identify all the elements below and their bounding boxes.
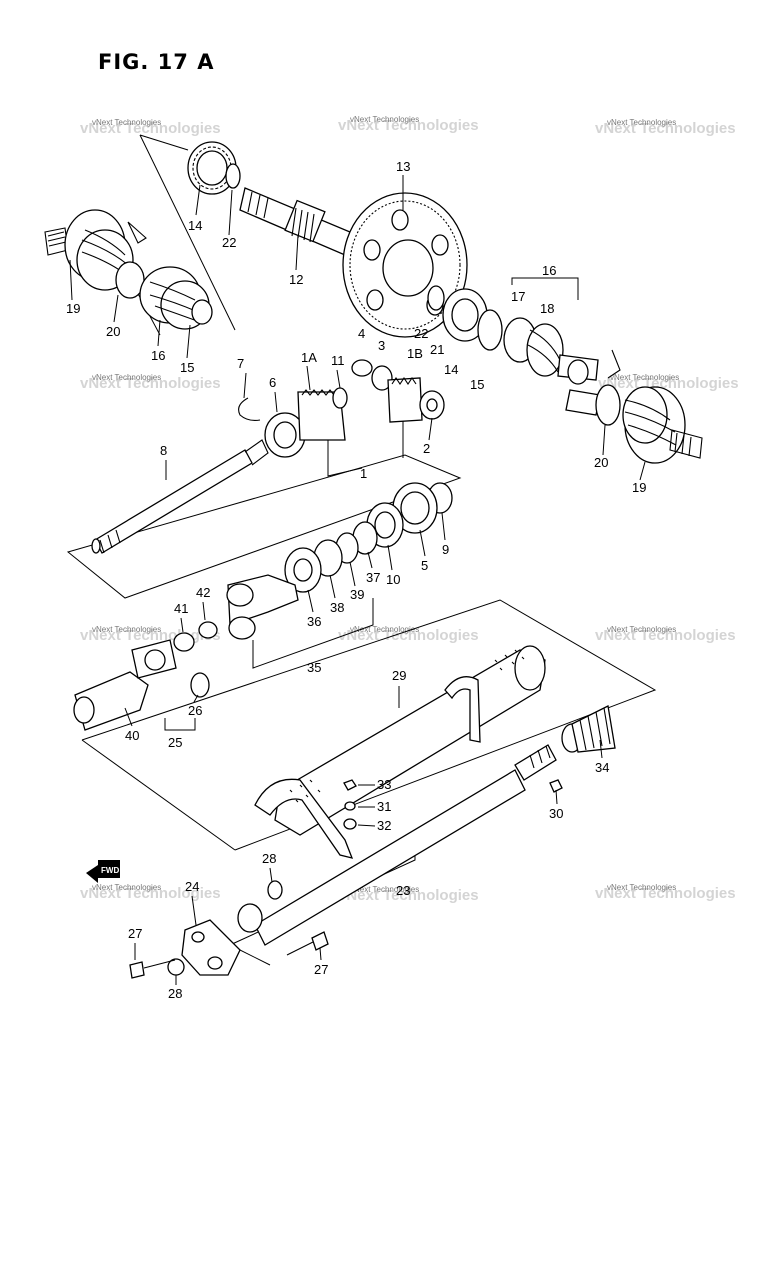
svg-text:vNext Technologies: vNext Technologies [80, 375, 221, 392]
callout-18: 18 [540, 301, 554, 316]
callout-1b: 1B [407, 346, 423, 361]
callout-3: 3 [378, 338, 385, 353]
svg-text:vNext Technologies: vNext Technologies [595, 885, 736, 902]
callout-34: 34 [595, 760, 609, 775]
callout-20-right: 20 [594, 455, 608, 470]
callout-15: 15 [180, 360, 194, 375]
svg-text:vNext Technologies: vNext Technologies [598, 375, 739, 392]
callout-19: 19 [66, 301, 80, 316]
callout-32: 32 [377, 818, 391, 833]
callout-38: 38 [330, 600, 344, 615]
watermark-group: vNext Technologies vNext Technologies vN… [80, 115, 739, 904]
callout-24: 24 [185, 879, 199, 894]
right-drive-shaft-assembly [503, 317, 703, 464]
group-outline-lines [66, 134, 657, 966]
callout-15-right: 15 [470, 377, 484, 392]
svg-text:vNext Technologies: vNext Technologies [80, 120, 221, 137]
callout-leaders [69, 175, 646, 985]
callout-10: 10 [386, 572, 400, 587]
left-drive-shaft-assembly [44, 209, 213, 330]
callout-23: 23 [396, 883, 410, 898]
part-callouts: 13 14 22 12 19 20 16 15 16 17 18 22 21 1… [66, 159, 646, 1001]
callout-2: 2 [423, 441, 430, 456]
callout-28-bottom: 28 [168, 986, 182, 1001]
callout-41: 41 [174, 601, 188, 616]
svg-text:vNext Technologies: vNext Technologies [80, 885, 221, 902]
svg-text:vNext Technologies: vNext Technologies [595, 120, 736, 137]
callout-36: 36 [307, 614, 321, 629]
callout-16: 16 [151, 348, 165, 363]
callout-8: 8 [160, 443, 167, 458]
svg-text:vNext Technologies: vNext Technologies [92, 373, 161, 382]
callout-20: 20 [106, 324, 120, 339]
callout-42: 42 [196, 585, 210, 600]
shaft-tube [254, 645, 546, 859]
forward-direction-indicator: FWD [86, 860, 120, 883]
callout-14-right: 14 [444, 362, 458, 377]
callout-35: 35 [307, 660, 321, 675]
counter-shaft [239, 187, 351, 256]
svg-text:vNext Technologies: vNext Technologies [92, 118, 161, 127]
callout-14: 14 [188, 218, 202, 233]
callout-1a: 1A [301, 350, 317, 365]
callout-22-right: 22 [414, 326, 428, 341]
svg-text:vNext Technologies: vNext Technologies [350, 885, 419, 894]
axle-shaft [91, 439, 269, 554]
svg-text:vNext Technologies: vNext Technologies [338, 627, 479, 644]
callout-12: 12 [289, 272, 303, 287]
callout-37: 37 [366, 570, 380, 585]
callout-4: 4 [358, 326, 365, 341]
callout-13: 13 [396, 159, 410, 174]
callout-39: 39 [350, 587, 364, 602]
callout-28: 28 [262, 851, 276, 866]
svg-text:vNext Technologies: vNext Technologies [92, 883, 161, 892]
seal-stack [284, 482, 453, 593]
differential-parts [238, 359, 445, 458]
callout-27-right: 27 [314, 962, 328, 977]
propeller-shaft [237, 744, 557, 946]
svg-text:vNext Technologies: vNext Technologies [350, 625, 419, 634]
callout-27: 27 [128, 926, 142, 941]
callout-6: 6 [269, 375, 276, 390]
callout-1: 1 [360, 466, 367, 481]
top-bearing-assembly [187, 141, 241, 195]
rubber-boot [561, 705, 616, 753]
svg-text:vNext Technologies: vNext Technologies [610, 373, 679, 382]
right-bearing-set [427, 285, 503, 351]
callout-33: 33 [377, 777, 391, 792]
svg-text:vNext Technologies: vNext Technologies [92, 625, 161, 634]
callout-19-right: 19 [632, 480, 646, 495]
callout-21: 21 [430, 342, 444, 357]
callout-7: 7 [237, 356, 244, 371]
callout-5: 5 [421, 558, 428, 573]
mounting-bracket [129, 880, 329, 979]
callout-29: 29 [392, 668, 406, 683]
svg-text:vNext Technologies: vNext Technologies [607, 883, 676, 892]
svg-text:vNext Technologies: vNext Technologies [595, 627, 736, 644]
callout-30: 30 [549, 806, 563, 821]
callout-26: 26 [188, 703, 202, 718]
universal-joint [73, 621, 218, 731]
svg-text:vNext Technologies: vNext Technologies [607, 118, 676, 127]
svg-text:vNext Technologies: vNext Technologies [350, 115, 419, 124]
callout-31: 31 [377, 799, 391, 814]
svg-text:vNext Technologies: vNext Technologies [338, 887, 479, 904]
figure-title: FIG. 17 A [98, 50, 215, 74]
yoke [226, 574, 299, 640]
callout-9: 9 [442, 542, 449, 557]
svg-text:vNext Technologies: vNext Technologies [607, 625, 676, 634]
fasteners [343, 779, 563, 830]
callout-22: 22 [222, 235, 236, 250]
callout-40: 40 [125, 728, 139, 743]
callout-17: 17 [511, 289, 525, 304]
fwd-label: FWD [101, 866, 119, 875]
callout-11: 11 [331, 353, 345, 368]
callout-16-right: 16 [542, 263, 556, 278]
svg-text:vNext Technologies: vNext Technologies [338, 117, 479, 134]
callout-25: 25 [168, 735, 182, 750]
